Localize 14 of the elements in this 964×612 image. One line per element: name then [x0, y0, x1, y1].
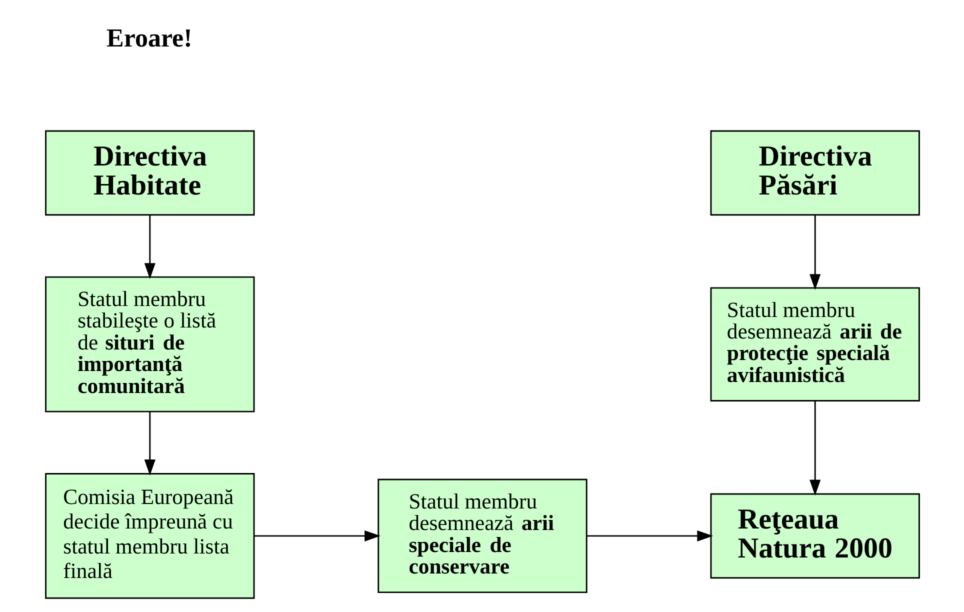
node-box: Directiva Păsări: [710, 130, 920, 216]
arrow: [809, 400, 820, 496]
node-box: Statul membru desemnează arii speciale de conservare: [377, 478, 587, 594]
arrow: [586, 530, 713, 542]
arrow: [144, 215, 155, 280]
arrow: [254, 530, 380, 542]
arrow: [144, 412, 155, 476]
node-box: Comisia Europeană decide împreună cu statul membru lista finală: [44, 473, 254, 599]
node-box: Statul membru desemnează arii de protecţie specială avifaunistică: [710, 287, 920, 402]
arrow: [809, 215, 820, 290]
node-box: Statul membru stabileşte o listă de situri de importanţă comunitară: [44, 276, 254, 412]
node-box: Reţeaua Natura 2000: [710, 493, 920, 579]
node-box: Directiva Habitate: [44, 130, 254, 216]
label: Eroare!: [106, 23, 192, 52]
